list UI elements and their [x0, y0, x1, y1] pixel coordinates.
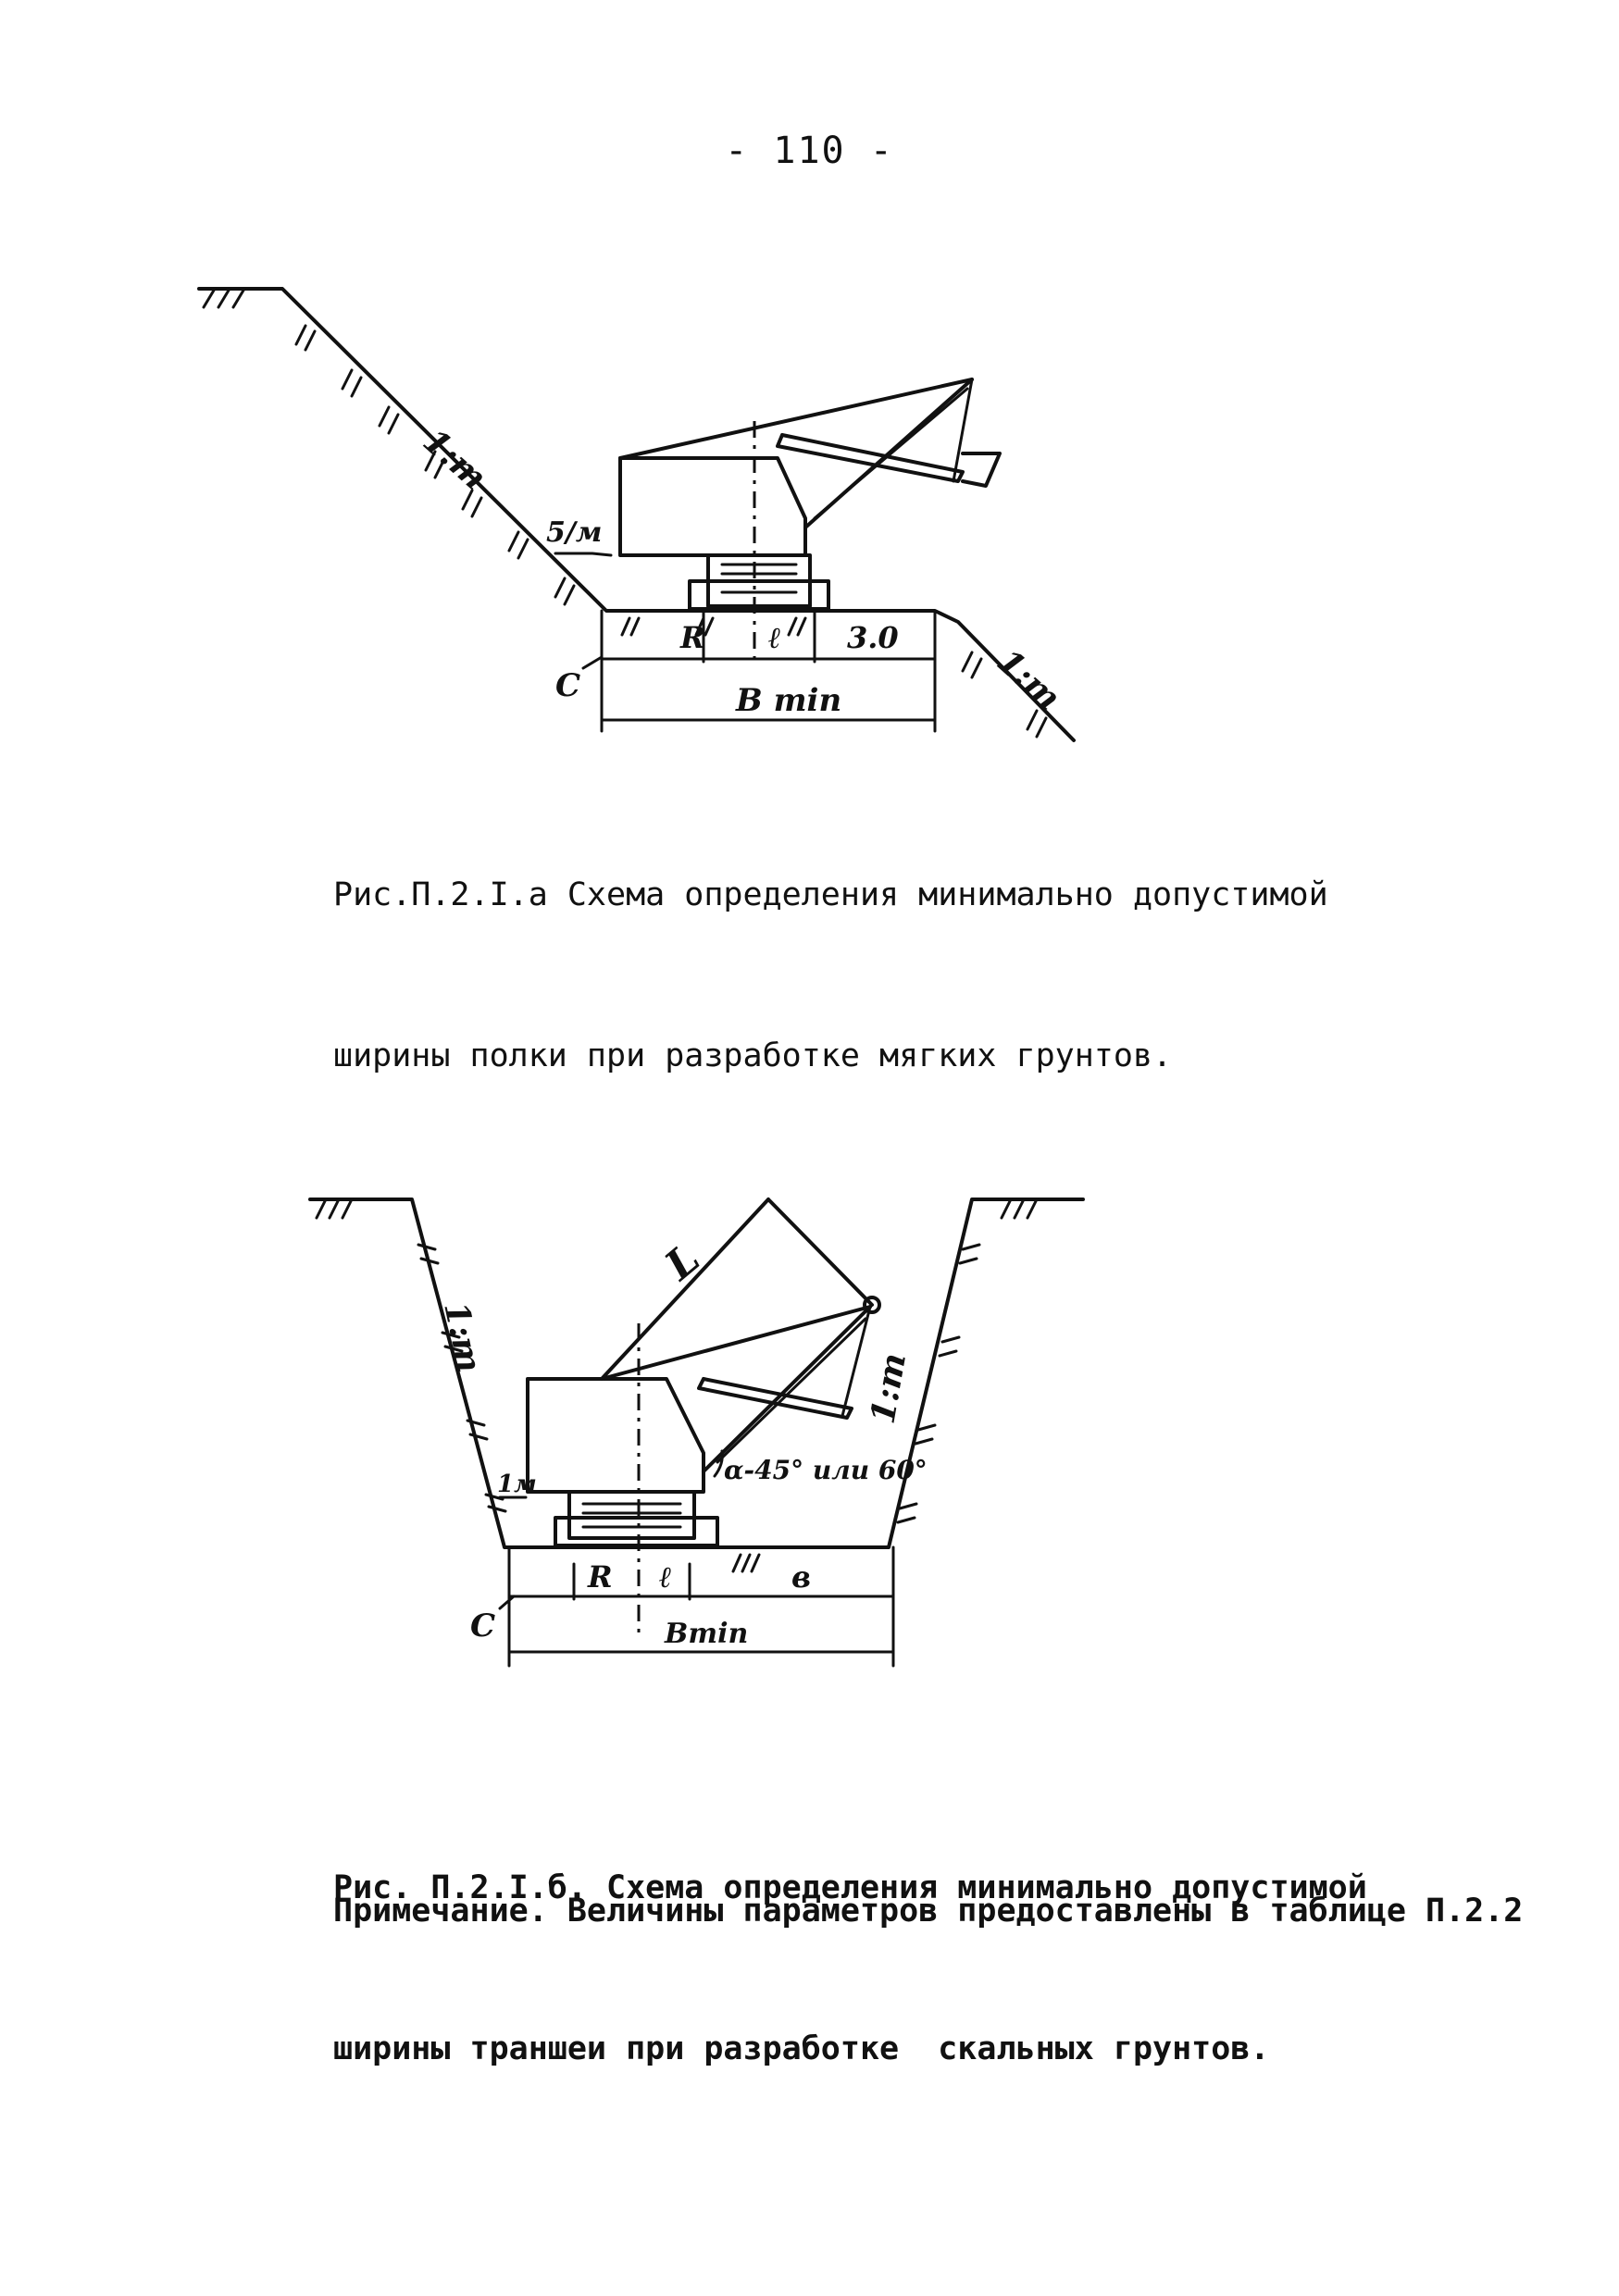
slope-label-left-b: 1:m [436, 1298, 489, 1375]
b-label-b: в [791, 1559, 811, 1595]
l-label-a: ℓ [768, 620, 781, 655]
angle-label-b: α-45° или 60° [724, 1455, 928, 1485]
R-label-a: R [679, 620, 705, 655]
slope-label-right-a: 1:m [990, 641, 1068, 717]
dimension-lines-b [498, 1545, 895, 1668]
C-label-b: C [470, 1607, 495, 1644]
Bmin-label-a: B min [735, 682, 841, 719]
figure-b-caption-line2: ширины траншеи при разработке скальных г… [333, 2030, 1270, 2067]
l-label-b: ℓ [659, 1559, 672, 1595]
figure-b-caption-line1: Рис. П.2.I.б. Схема определения минималь… [333, 1869, 1367, 1906]
slope-label-right-b: 1:m [864, 1350, 915, 1427]
ground-profile-a [197, 287, 1076, 742]
L-dim-line-1 [600, 1198, 770, 1381]
page-number: - 110 - [725, 130, 894, 172]
gap-label-a: 3.0 [847, 620, 899, 655]
C-label-a: C [555, 667, 580, 704]
L-dim-line-2 [766, 1198, 874, 1307]
h-label-a: 5/м [546, 516, 602, 549]
h-marker-a [554, 552, 613, 557]
note-text: Примечание. Величины параметров предоста… [333, 1893, 1524, 1930]
figure-a-caption: Рис.П.2.I.а Схема определения минимально… [333, 761, 1490, 1136]
hatching-left-a [202, 287, 1048, 738]
h-label-b: 1м [497, 1471, 537, 1498]
figure-a-caption-line2: ширины полки при разработке мягких грунт… [333, 1037, 1173, 1074]
dimension-lines-a [581, 609, 937, 733]
figure-b-diagram: 1:m 1:m L α-45° или 60° 1м [0, 1175, 1619, 1694]
figure-b-caption: Рис. П.2.I.б. Схема определения минималь… [333, 1754, 1490, 2129]
figure-a-caption-line1: Рис.П.2.I.а Схема определения минимально… [333, 876, 1328, 913]
figure-a-diagram: 1:m 1:m 5/м [0, 268, 1619, 768]
L-label-b: L [655, 1235, 709, 1290]
hatching-b [315, 1198, 1039, 1573]
Bmin-label-b: Bmin [664, 1618, 748, 1650]
excavator-b [526, 1296, 881, 1547]
angle-arc-b [713, 1449, 724, 1478]
trench-profile-b [308, 1198, 1085, 1549]
R-label-b: R [587, 1559, 613, 1595]
excavator-a [618, 378, 1002, 611]
